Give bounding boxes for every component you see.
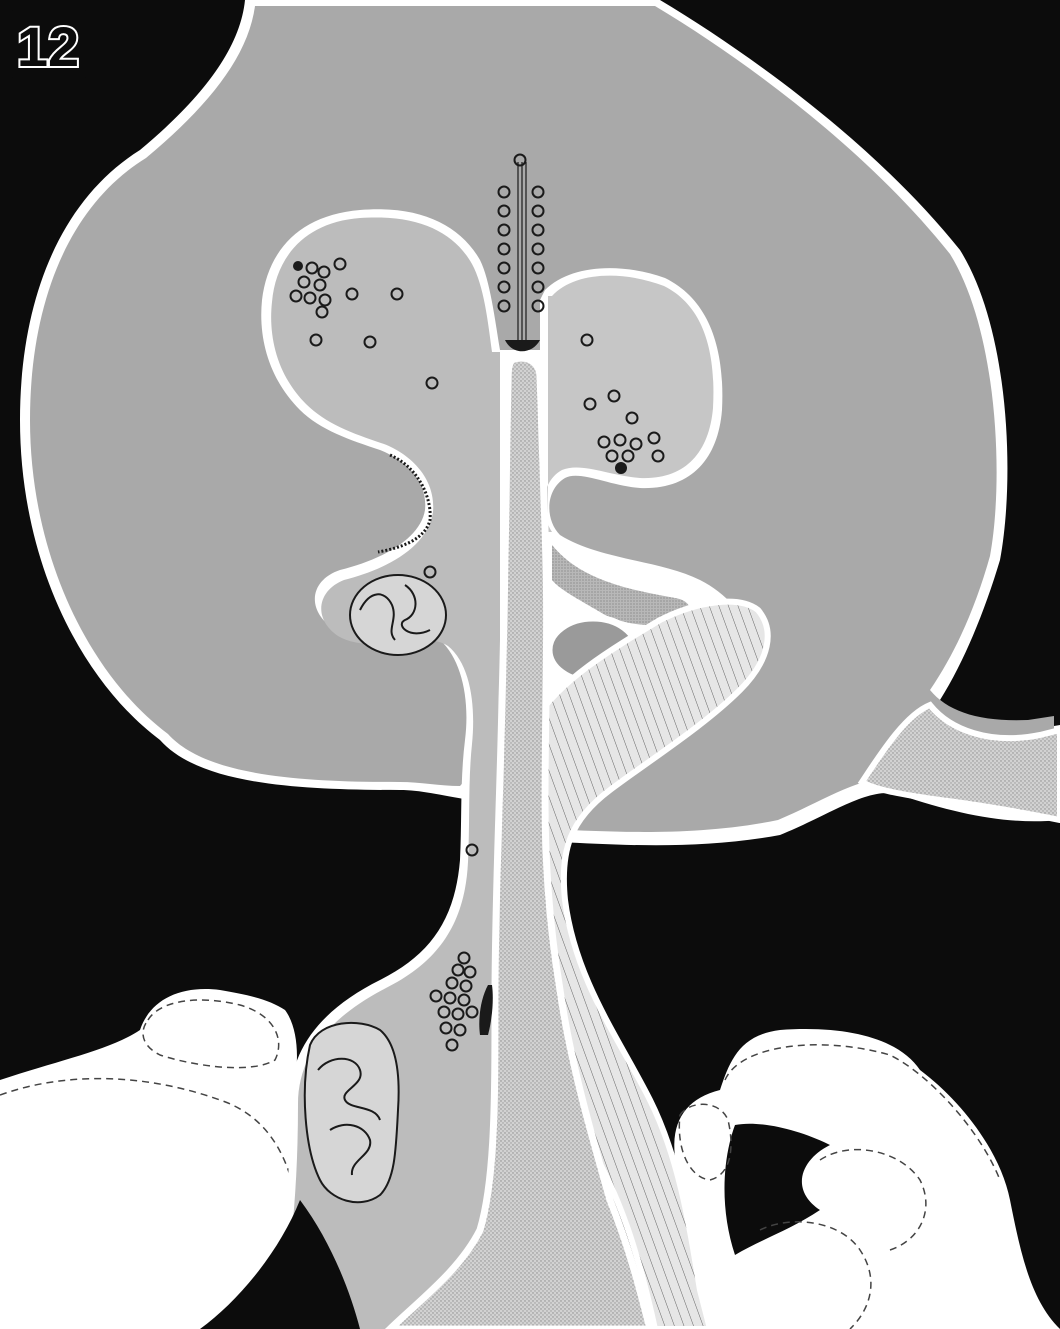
dense-projection-left [293, 261, 303, 271]
figure-number: 12 [17, 15, 79, 78]
mitochondrion-lower [305, 1023, 399, 1202]
dense-projection-right [615, 462, 627, 474]
mitochondrion-upper [350, 575, 446, 655]
figure-number-badge: 12 [10, 10, 88, 78]
